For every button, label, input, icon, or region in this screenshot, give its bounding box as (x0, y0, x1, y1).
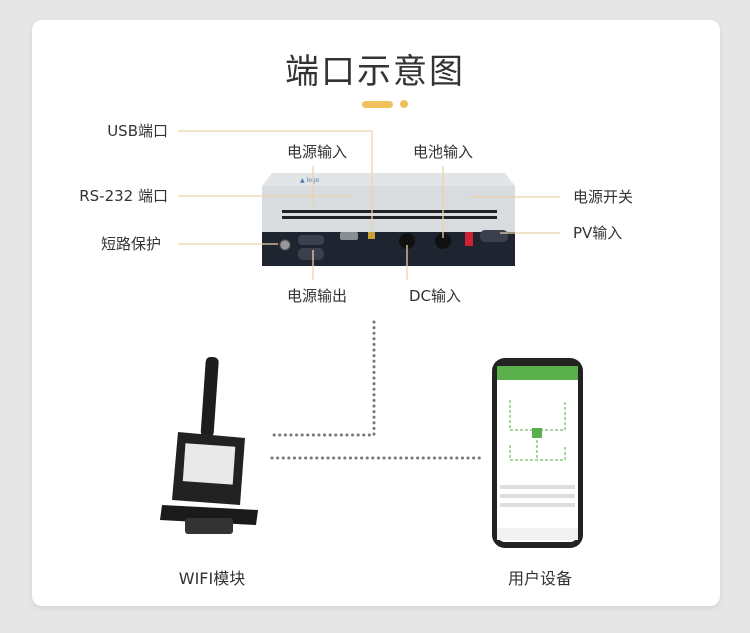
connection-dots (270, 320, 484, 460)
label-power-input: 电源输入 (286, 143, 348, 161)
inverter-device: ▲ logo (262, 173, 515, 266)
title-decoration-pill (362, 101, 393, 108)
label-power-switch: 电源开关 (573, 188, 634, 206)
label-short-circuit: 短路保护 (100, 235, 161, 253)
card (32, 20, 720, 606)
label-pv-input: PV输入 (573, 224, 623, 242)
svg-text:▲ logo: ▲ logo (300, 177, 320, 184)
label-rs232-port: RS-232 端口 (79, 187, 168, 205)
leader-lines (178, 130, 560, 280)
wifi-module-image (160, 356, 258, 534)
inverter-vents (282, 210, 497, 219)
label-usb-port: USB端口 (107, 122, 168, 140)
page-title: 端口示意图 (285, 52, 465, 92)
user-device-phone-image (492, 358, 583, 548)
label-battery-input: 电池输入 (412, 143, 474, 161)
caption-wifi-module: WIFI模块 (178, 569, 246, 588)
label-power-output: 电源输出 (286, 287, 348, 305)
caption-user-device: 用户设备 (507, 569, 573, 588)
label-dc-input: DC输入 (408, 287, 462, 305)
title-decoration-dot (400, 100, 408, 108)
